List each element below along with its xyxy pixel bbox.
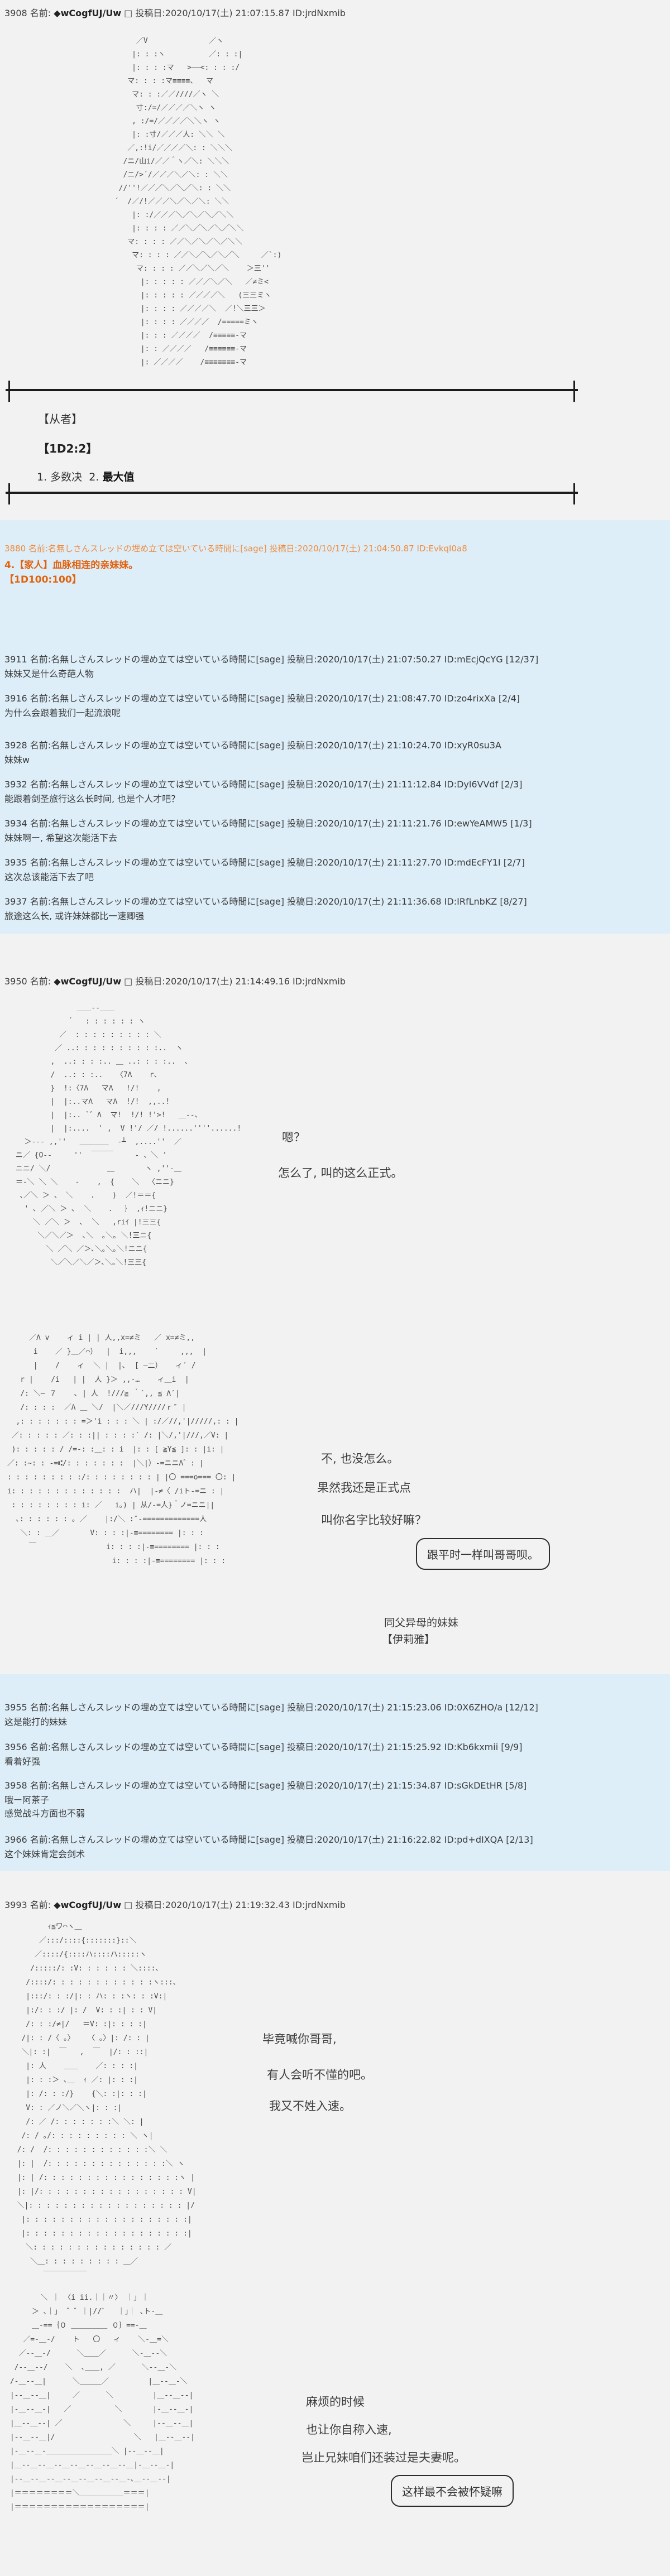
post-3955-body: 这是能打的妹妹 <box>4 1717 68 1727</box>
post-3928-body: 妹妹w <box>4 754 30 765</box>
divider-left-tick <box>8 483 10 504</box>
character-label-relation: 同父异母的妹妹 <box>384 1617 459 1629</box>
post-3993-tripcode: ◆wCogfUJ/Uw <box>54 1900 122 1910</box>
post-3958-body: 哦ー阿茶子 感觉战斗方面也不弱 <box>4 1795 85 1819</box>
post-3937-header: 3937 名前:名無しさんスレッドの埋め立ては空いている時間に[sage] 投稿… <box>4 896 527 907</box>
post-3966-header: 3966 名前:名無しさんスレッドの埋め立ては空いている時間に[sage] 投稿… <box>4 1834 533 1845</box>
post-3916-body: 为什么会跟着我们一起流浪呢 <box>4 708 121 718</box>
speech-bubble: 跟平时一样叫哥哥呗。 <box>416 1538 550 1570</box>
dialogue-line: 不, 也没怎么。 <box>321 1452 399 1465</box>
post-3993-number: 3993 名前: <box>4 1900 54 1910</box>
servant-section-title: 【从者】 <box>38 412 83 426</box>
post-3908-header: 3908 名前: ◆wCogfUJ/Uw □ 投稿日:2020/10/17(土)… <box>4 6 346 19</box>
dialogue-line: 有人会听不懂的吧。 <box>267 2068 372 2082</box>
post-3908-number: 3908 名前: <box>4 8 54 18</box>
quoted-post-3880-header: 3880 名前:名無しさんスレッドの埋め立ては空いている時間に[sage] 投稿… <box>4 544 467 554</box>
speech-bubble: 这样最不会被怀疑嘛 <box>391 2475 514 2507</box>
divider-left-tick <box>8 381 10 402</box>
post-3928-header: 3928 名前:名無しさんスレッドの埋め立ては空いている時間に[sage] 投稿… <box>4 740 501 751</box>
post-3937-body: 旅途这么长, 或许妹妹都比一速卿强 <box>4 911 145 921</box>
ascii-divider-top <box>6 381 578 403</box>
post-3956-header: 3956 名前:名無しさんスレッドの埋め立ては空いている時間に[sage] 投稿… <box>4 1742 523 1752</box>
character-label-name: 【伊莉雅】 <box>382 1633 436 1646</box>
scene-post-3950: ＿＿--＿＿ ´ : : : : : : ヽ ／ : : : : : : : :… <box>0 999 670 1677</box>
scene-post-3993: ｨ≦ワ⌒ヽ＿ ／:::/::::{:::::::}::＼ ／::::/{::::… <box>0 1920 670 2576</box>
dialogue-line: 嗯？ <box>282 1131 305 1144</box>
quoted-post-3880-result: 4.【家人】血脉相连的亲妹妹。 <box>4 560 138 571</box>
dialogue-line: 我又不姓入速。 <box>269 2099 351 2113</box>
post-3916-header: 3916 名前:名無しさんスレッドの埋め立ては空いている時間に[sage] 投稿… <box>4 693 520 704</box>
quoted-post-3880-dice: 【1D100:100】 <box>4 574 82 585</box>
post-3950-header: 3950 名前: ◆wCogfUJ/Uw □ 投稿日:2020/10/17(土)… <box>4 974 346 987</box>
reply-box-1: 3880 名前:名無しさんスレッドの埋め立ては空いている時間に[sage] 投稿… <box>0 520 670 934</box>
divider-bar <box>6 389 578 391</box>
post-3950-number: 3950 名前: <box>4 976 54 987</box>
dialogue-line: 果然我还是正式点 <box>317 1481 411 1494</box>
post-3934-header: 3934 名前:名無しさんスレッドの埋め立ては空いている時間に[sage] 投稿… <box>4 818 532 829</box>
ascii-art-ilya-front: ＼ ｜ 〈i ii.｜｜〃〉 ｜｣ ｜ ＞ ､｜｣ ゛゛｜|//゛ ｜｣｜ ､ト… <box>9 2294 195 2511</box>
post-3908-tripcode: ◆wCogfUJ/Uw <box>54 8 122 18</box>
divider-bar <box>6 492 578 494</box>
ascii-art-ilya-side: ／Λ v ィ i | | 人,,x=≠ミ ／ x=≠ミ,, i ／ }＿／⌒） … <box>7 1334 239 1565</box>
dialogue-line: 岂止兄妹咱们还装过是夫妻呢。 <box>302 2451 466 2464</box>
dialogue-line: 麻烦的时候 <box>306 2395 365 2409</box>
divider-right-tick <box>573 483 575 504</box>
post-3993-header: 3993 名前: ◆wCogfUJ/Uw □ 投稿日:2020/10/17(土)… <box>4 1897 346 1911</box>
post-3950-tripcode: ◆wCogfUJ/Uw <box>54 976 122 987</box>
dialogue-line: 也让你自称入速, <box>306 2423 392 2436</box>
reply-box-2: 3955 名前:名無しさんスレッドの埋め立ては空いている時間に[sage] 投稿… <box>0 1674 670 1871</box>
post-3958-header: 3958 名前:名無しさんスレッドの埋め立ては空いている時間に[sage] 投稿… <box>4 1780 527 1791</box>
post-3935-body: 这次总该能活下去了吧 <box>4 872 94 882</box>
ascii-art-wolf: ／V ／ヽ |: : :ヽ ／: : :| |: : : :マ >――<: : … <box>114 37 282 367</box>
ascii-art-brother: ＿＿--＿＿ ´ : : : : : : ヽ ／ : : : : : : : :… <box>15 1004 242 1267</box>
post-3935-header: 3935 名前:名無しさんスレッドの埋め立ては空いている時間に[sage] 投稿… <box>4 857 525 868</box>
post-3911-body: 妹妹又是什么奇葩人物 <box>4 669 94 679</box>
post-3955-header: 3955 名前:名無しさんスレッドの埋め立ては空いている時間に[sage] 投稿… <box>4 1702 538 1713</box>
post-3911-header: 3911 名前:名無しさんスレッドの埋め立ては空いている時間に[sage] 投稿… <box>4 654 539 665</box>
servant-options: 1. 多数决 2. 最大值 <box>37 469 134 484</box>
divider-right-tick <box>573 381 575 402</box>
post-3956-body: 看着好强 <box>4 1756 41 1767</box>
servant-dice-roll: 【1D2:2】 <box>38 442 98 455</box>
servant-option-1: 1. 多数决 <box>37 471 83 483</box>
post-3950-date-id: □ 投稿日:2020/10/17(土) 21:14:49.16 ID:jrdNx… <box>121 976 346 987</box>
servant-option-2-result: 最大值 <box>102 471 135 483</box>
post-3934-body: 妹妹啊ー, 希望这次能活下去 <box>4 833 118 843</box>
dialogue-line: 怎么了, 叫的这么正式。 <box>278 1166 403 1180</box>
ascii-divider-bottom <box>6 483 578 506</box>
post-3932-header: 3932 名前:名無しさんスレッドの埋め立ては空いている時間に[sage] 投稿… <box>4 779 523 790</box>
servant-option-2-prefix: 2. <box>89 471 103 483</box>
post-3993-date-id: □ 投稿日:2020/10/17(土) 21:19:32.43 ID:jrdNx… <box>121 1900 346 1910</box>
dialogue-line: 叫你名字比较好嘛？ <box>321 1513 427 1527</box>
ascii-art-ilya-longhair: ｨ≦ワ⌒ヽ＿ ／:::/::::{:::::::}::＼ ／::::/{::::… <box>17 1923 197 2280</box>
post-3932-body: 能跟着剑圣旅行这么长时间, 也是个人才吧？ <box>4 794 180 804</box>
dialogue-line: 毕竟喊你哥哥, <box>262 2032 337 2046</box>
post-3966-body: 这个妹妹肯定会剑术 <box>4 1849 85 1859</box>
post-3908-date-id: □ 投稿日:2020/10/17(土) 21:07:15.87 ID:jrdNx… <box>121 8 346 18</box>
